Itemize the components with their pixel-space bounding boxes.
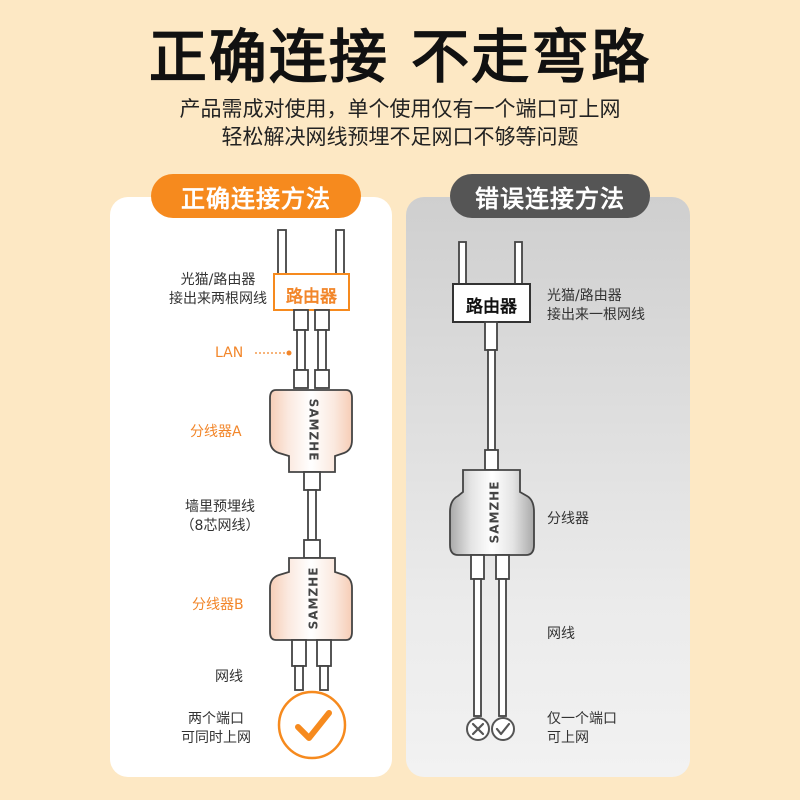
cable-label: 网线	[215, 669, 243, 685]
output-cables-wrong	[470, 554, 510, 717]
result-label-wrong: 仅一个端口 可上网	[547, 711, 617, 746]
output-cables-b	[291, 639, 332, 691]
router-label: 路由器	[286, 287, 337, 307]
check-circle-icon	[277, 690, 347, 760]
lan-label: LAN	[215, 345, 244, 361]
splitter-a	[269, 389, 353, 473]
splitter-b-label: 分线器B	[192, 597, 244, 613]
correct-diagram	[255, 229, 353, 760]
subtitle-line-2: 轻松解决网线预埋不足网口不够等问题	[221, 125, 579, 149]
wrong-diagram	[449, 241, 535, 741]
lan-cables	[293, 309, 330, 389]
subtitle-line-1: 产品需成对使用，单个使用仅有一个端口可上网	[179, 97, 621, 121]
splitter-a-label: 分线器A	[190, 424, 242, 440]
cross-circle-icon	[466, 717, 490, 741]
page-title: 正确连接 不走弯路	[148, 23, 652, 91]
splitter-b-brand: SAMZHE	[306, 566, 321, 630]
wall-cable	[307, 489, 317, 541]
router-box	[273, 273, 350, 311]
check-circle-icon-small	[491, 717, 515, 741]
router-top-cables	[277, 229, 345, 276]
splitter-label-wrong: 分线器	[547, 511, 589, 527]
splitter-b	[269, 557, 353, 641]
router-top-cables-wrong	[458, 241, 523, 287]
router-desc-wrong: 光猫/路由器 接出来一根网线	[547, 288, 645, 323]
result-label: 两个端口 可同时上网	[181, 711, 251, 746]
splitter-a-brand: SAMZHE	[306, 398, 321, 462]
splitter-wrong-brand: SAMZHE	[487, 480, 502, 544]
router-desc: 光猫/路由器 接出来两根网线	[169, 272, 267, 307]
cable-label-wrong: 网线	[547, 626, 575, 642]
splitter-wrong	[449, 469, 535, 556]
router-label-wrong: 路由器	[466, 297, 517, 317]
wall-cable-label: 墙里预埋线 （8芯网线）	[180, 499, 260, 534]
wrong-method-header: 错误连接方法	[450, 174, 650, 218]
correct-method-header: 正确连接方法	[151, 174, 361, 218]
